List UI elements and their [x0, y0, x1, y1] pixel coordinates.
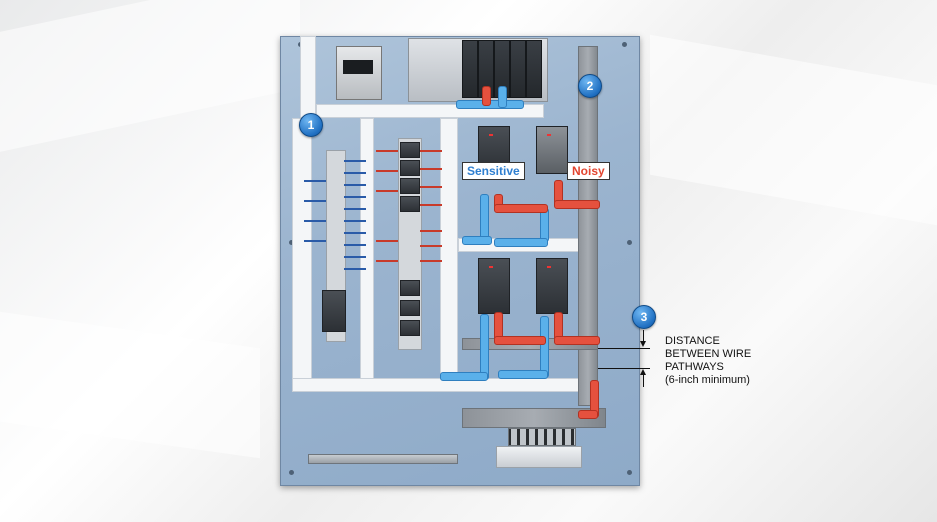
mount-hole [622, 42, 627, 47]
callout-2-icon: 2 [578, 74, 602, 98]
plc-module [462, 40, 478, 98]
sensitive-wire [540, 208, 549, 242]
noisy-wire-duct-vertical [578, 46, 598, 406]
distance-note: DISTANCE BETWEEN WIRE PATHWAYS (6-inch m… [665, 335, 751, 387]
background-shard [0, 311, 260, 459]
distance-note-line: BETWEEN WIRE [665, 348, 752, 360]
distance-note-line: (6-inch minimum) [665, 374, 750, 386]
plc-module [510, 40, 526, 98]
sensitive-wire [480, 314, 489, 380]
terminal-wire [304, 240, 326, 242]
relay [400, 178, 420, 194]
sensitive-wire [498, 86, 507, 108]
terminal-wire [420, 150, 442, 152]
terminal-wire [304, 180, 326, 182]
drive-display [489, 134, 493, 136]
sensitive-wire [480, 194, 489, 240]
relay [400, 320, 420, 336]
terminal-wire [344, 208, 366, 210]
mount-hole [627, 470, 632, 475]
dimension-line-bottom [598, 368, 650, 369]
dimension-line-top [598, 348, 650, 349]
drive-noisy-bottom [536, 258, 568, 314]
drive-display [489, 266, 493, 268]
drive-noisy-top [536, 126, 568, 174]
sensitive-wire [498, 370, 548, 379]
relay [400, 280, 420, 296]
power-wires [508, 428, 576, 446]
callout-3-icon: 3 [632, 305, 656, 329]
noisy-label: Noisy [567, 162, 610, 180]
power-terminal-strip [496, 446, 582, 468]
terminal-block [322, 290, 346, 332]
distance-note-line: DISTANCE [665, 335, 720, 347]
relay [400, 196, 420, 212]
sensitive-wire [540, 316, 549, 378]
noisy-wire-duct-horizontal-lower [462, 408, 606, 428]
terminal-wire [376, 260, 398, 262]
terminal-wire [376, 170, 398, 172]
terminal-wire [420, 168, 442, 170]
sensitive-label: Sensitive [462, 162, 525, 180]
terminal-wire [344, 172, 366, 174]
relay [400, 300, 420, 316]
distance-note-line: PATHWAYS [665, 361, 724, 373]
terminal-wire [344, 232, 366, 234]
ground-bar [308, 454, 458, 464]
sensitive-wire [440, 372, 488, 381]
drive-display [547, 266, 551, 268]
terminal-wire [376, 150, 398, 152]
terminal-wire [376, 240, 398, 242]
terminal-wire [420, 204, 442, 206]
terminal-wire [344, 244, 366, 246]
terminal-wire [304, 220, 326, 222]
drive-sensitive-bottom [478, 258, 510, 314]
terminal-wire [420, 186, 442, 188]
relay [400, 142, 420, 158]
noisy-wire [578, 410, 598, 419]
wire-duct-top-left [300, 36, 316, 118]
terminal-wire [304, 200, 326, 202]
mount-hole [289, 470, 294, 475]
wire-duct-middle-vertical [360, 118, 374, 388]
wire-duct-center-vertical [440, 118, 458, 388]
callout-1-icon: 1 [299, 113, 323, 137]
noisy-wire [554, 336, 600, 345]
background-shard [0, 0, 300, 152]
dimension-stem [643, 375, 644, 387]
sensitive-wire [462, 236, 492, 245]
mount-hole [627, 240, 632, 245]
mount-hole [289, 240, 294, 245]
terminal-wire [376, 190, 398, 192]
terminal-wire [344, 196, 366, 198]
noisy-wire [554, 200, 600, 209]
wire-duct-left-vertical [292, 118, 312, 388]
noisy-wire [494, 204, 548, 213]
dimension-arrow-icon [640, 341, 646, 347]
relay [400, 160, 420, 176]
noisy-wire [494, 336, 546, 345]
sensitive-wire [494, 238, 548, 247]
background-shard [650, 34, 937, 226]
terminal-wire [344, 220, 366, 222]
terminal-wire [344, 184, 366, 186]
terminal-wire [344, 256, 366, 258]
terminal-wire [344, 268, 366, 270]
terminal-wire [420, 230, 442, 232]
plc-module [526, 40, 542, 98]
dimension-stem [643, 330, 644, 342]
terminal-wire [420, 260, 442, 262]
drive-display [547, 134, 551, 136]
switch-ports [343, 60, 373, 74]
terminal-wire [420, 245, 442, 247]
terminal-wire [344, 160, 366, 162]
wire-duct-horizontal-bottom [292, 378, 582, 392]
dimension-arrow-icon [640, 369, 646, 375]
noisy-wire [482, 86, 491, 106]
